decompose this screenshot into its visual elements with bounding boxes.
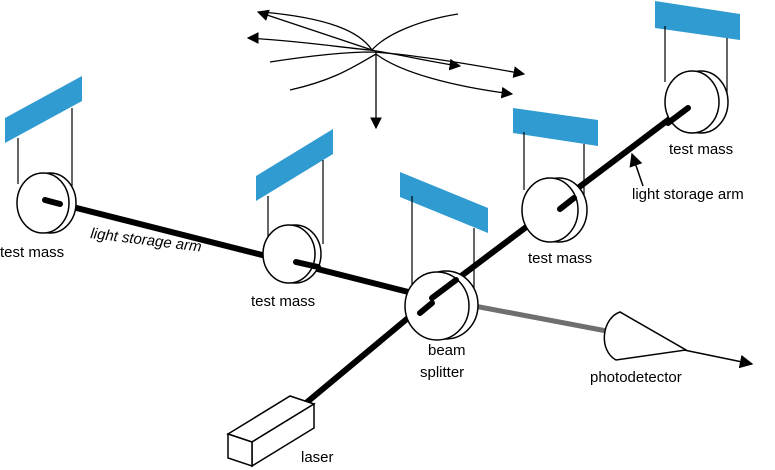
label-arm-right: light storage arm (632, 186, 744, 203)
label-beam-line1: beam (428, 342, 466, 359)
beam-splitter (404, 270, 479, 341)
label-laser: laser (301, 449, 334, 466)
label-test-mass-near-left: test mass (251, 293, 315, 310)
mirror-near-right (513, 108, 598, 146)
detector-output-arrow (683, 349, 754, 369)
test-mass-near-left (262, 224, 322, 284)
mirror-beam-splitter (400, 172, 488, 233)
label-beam-line2: splitter (420, 364, 464, 381)
label-test-mass-near-right: test mass (528, 250, 592, 267)
label-test-mass-far-right: test mass (669, 141, 733, 158)
test-mass-near-right (521, 177, 588, 243)
label-arm-left: light storage arm (90, 225, 203, 255)
photodetector-icon (603, 311, 689, 361)
arm-label-pointer (629, 152, 644, 187)
label-photodetector: photodetector (590, 369, 682, 386)
test-mass-far-right (664, 70, 729, 134)
left-arm-beam (42, 197, 435, 301)
mirror-far-right (655, 1, 740, 40)
label-test-mass-far-left: test mass (0, 244, 64, 261)
suspension-wires (17, 26, 728, 290)
beam-overlay (42, 105, 691, 316)
laser-icon (226, 395, 316, 468)
mirror-far-left (5, 76, 82, 143)
mirrors (5, 1, 740, 233)
mirror-near-left (256, 129, 333, 201)
gravitational-wave-icon (248, 9, 526, 130)
